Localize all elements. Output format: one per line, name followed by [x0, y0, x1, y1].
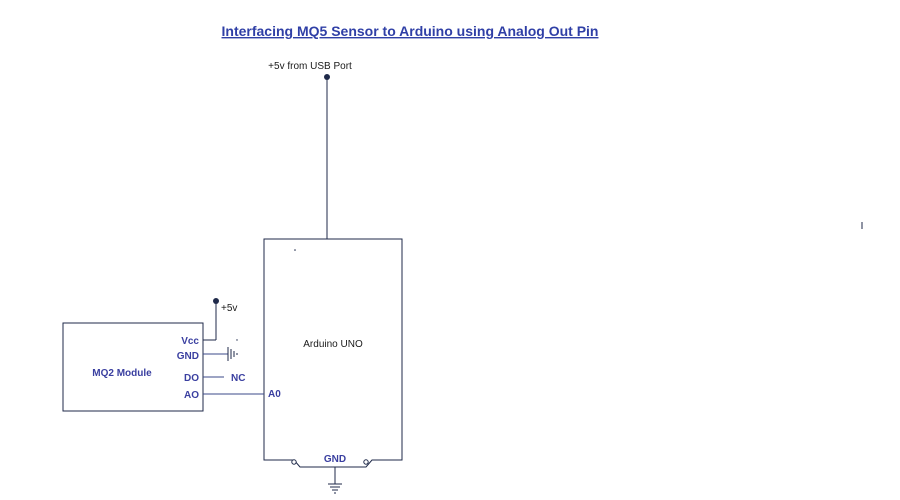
module-marker-dot — [236, 339, 238, 341]
arduino-uno-box — [263, 238, 403, 468]
arduino-marker-dot — [294, 249, 296, 251]
diagram-title: Interfacing MQ5 Sensor to Arduino using … — [222, 23, 599, 39]
arduino-ground-icon — [328, 467, 342, 494]
mq2-module-label: MQ2 Module — [92, 368, 152, 379]
module-do-nc-label: NC — [231, 373, 245, 384]
module-ground-icon — [227, 347, 238, 361]
arduino-pin-gnd: GND — [324, 454, 346, 465]
module-supply-label: +5v — [221, 303, 237, 314]
mq2-pin-ao: AO — [184, 390, 199, 401]
mq2-pin-gnd: GND — [177, 351, 199, 362]
arduino-pin-a0: A0 — [268, 389, 281, 400]
module-supply-terminal — [213, 298, 219, 304]
mq2-pin-vcc: Vcc — [181, 336, 199, 347]
arduino-uno-label: Arduino UNO — [303, 339, 363, 350]
mq2-module-box — [62, 322, 204, 412]
arduino-mount-hole-right — [363, 459, 369, 465]
usb-supply-label: +5v from USB Port — [268, 61, 352, 72]
arduino-mount-hole-left — [291, 459, 297, 465]
vcc-wire — [203, 301, 217, 341]
mq2-pin-do: DO — [184, 373, 199, 384]
